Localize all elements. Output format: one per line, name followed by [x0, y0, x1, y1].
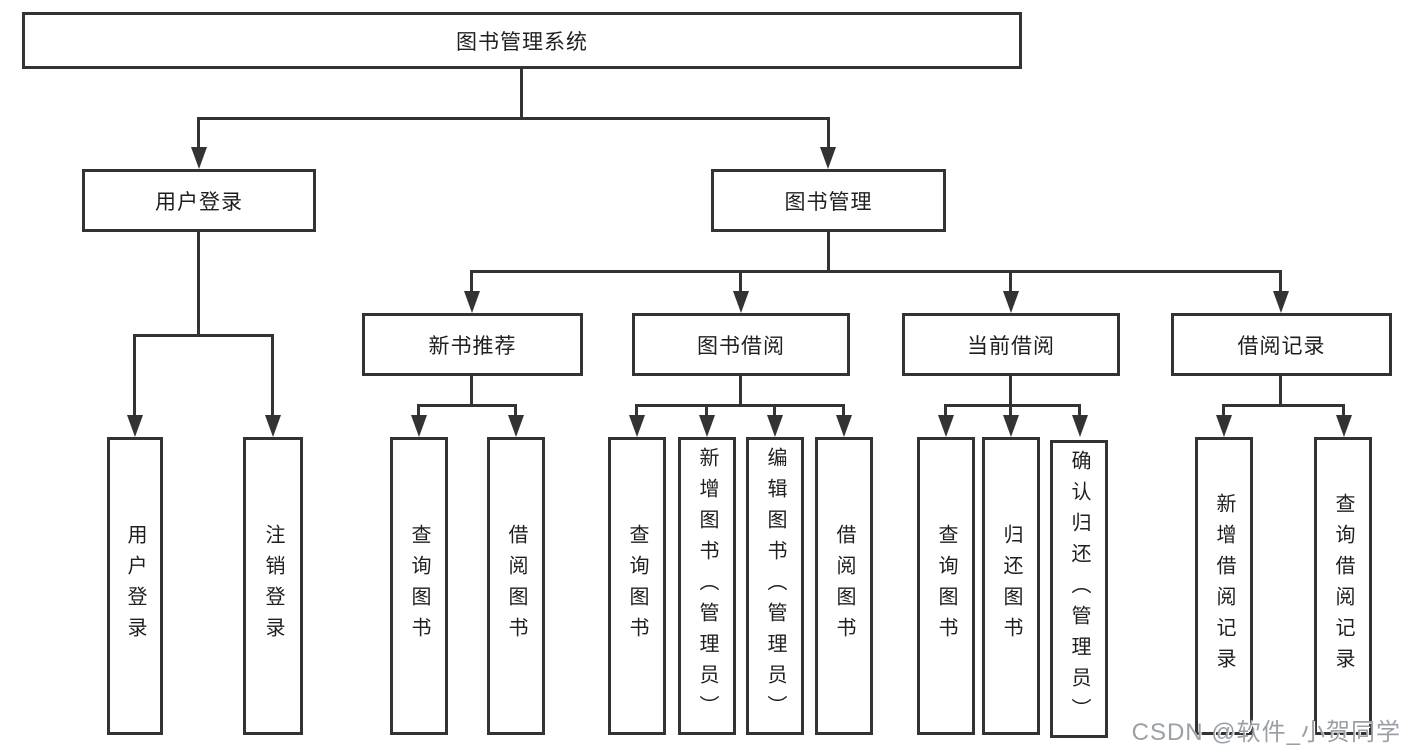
node-root: 图书管理系统 [22, 12, 1022, 69]
node-label: 查询图书 [935, 524, 957, 648]
leaf-query-books-recommend: 查询图书 [390, 437, 448, 735]
connector-book-management-rail [471, 270, 1282, 273]
node-label: 新书推荐 [428, 334, 517, 358]
node-label: 确认归还（管理员） [1068, 449, 1090, 729]
arrow-down-icon [820, 147, 836, 169]
arrow-down-icon [1003, 291, 1019, 313]
leaf-user-login: 用户登录 [107, 437, 163, 735]
node-label: 图书管理系统 [456, 30, 588, 54]
arrow-down-icon [191, 147, 207, 169]
connector-user-login-rail [134, 334, 274, 337]
arrow-down-icon [938, 415, 954, 437]
node-borrowing-records: 借阅记录 [1171, 313, 1392, 376]
connector-drop-book-borrowing [739, 270, 742, 293]
node-label: 用户登录 [155, 190, 243, 214]
node-label: 新增图书（管理员） [696, 446, 718, 726]
arrow-down-icon [699, 415, 715, 437]
node-label: 注销登录 [262, 524, 284, 648]
node-label: 归还图书 [1000, 524, 1022, 648]
leaf-return-books: 归还图书 [982, 437, 1040, 735]
node-label: 编辑图书（管理员） [764, 446, 786, 726]
leaf-logout: 注销登录 [243, 437, 303, 735]
arrow-down-icon [1273, 291, 1289, 313]
arrow-down-icon [733, 291, 749, 313]
leaf-edit-book-admin: 编辑图书（管理员） [746, 437, 804, 735]
arrow-down-icon [464, 291, 480, 313]
node-label: 图书借阅 [697, 334, 785, 358]
node-current-borrowing: 当前借阅 [902, 313, 1120, 376]
connector-borrowing-records-rail [1223, 404, 1344, 407]
connector-new-book-rail [418, 404, 517, 407]
connector-current-borrowing-stem [1009, 376, 1012, 407]
arrow-down-icon [1003, 415, 1019, 437]
node-book-borrowing: 图书借阅 [632, 313, 850, 376]
watermark: CSDN @软件_小贺同学 [1131, 719, 1401, 746]
arrow-down-icon [767, 415, 783, 437]
arrow-down-icon [127, 415, 143, 437]
node-label: 借阅记录 [1237, 334, 1326, 358]
connector-drop-new-book [470, 270, 473, 293]
node-label: 借阅图书 [833, 524, 855, 648]
connector-current-borrowing-rail [945, 404, 1080, 407]
node-label: 用户登录 [124, 524, 146, 648]
node-label: 查询图书 [408, 524, 430, 648]
leaf-borrow-books-borrowing: 借阅图书 [815, 437, 873, 735]
leaf-query-borrow-record: 查询借阅记录 [1314, 437, 1372, 735]
connector-drop-leaf-user-login [133, 334, 136, 417]
node-user-login: 用户登录 [82, 169, 316, 232]
node-book-management: 图书管理 [711, 169, 946, 232]
arrow-down-icon [1072, 415, 1088, 437]
connector-drop [773, 404, 776, 417]
connector-drop-user-login [197, 117, 200, 149]
connector-book-borrowing-rail [636, 404, 845, 407]
connector-drop [1009, 404, 1012, 417]
connector-new-book-stem [470, 376, 473, 407]
connector-drop-borrowing-records [1279, 270, 1282, 293]
arrow-down-icon [629, 415, 645, 437]
connector-drop [705, 404, 708, 417]
leaf-query-books-current: 查询图书 [917, 437, 975, 735]
leaf-borrow-books-recommend: 借阅图书 [487, 437, 545, 735]
connector-drop [514, 404, 517, 417]
node-label: 查询图书 [626, 524, 648, 648]
connector-root-stem [520, 69, 523, 120]
connector-drop [842, 404, 845, 417]
node-label: 查询借阅记录 [1332, 493, 1354, 679]
node-label: 当前借阅 [967, 334, 1055, 358]
arrow-down-icon [411, 415, 427, 437]
connector-drop [944, 404, 947, 417]
node-label: 图书管理 [784, 190, 873, 214]
leaf-add-book-admin: 新增图书（管理员） [678, 437, 736, 735]
connector-drop-leaf-logout [271, 334, 274, 417]
connector-drop [1342, 404, 1345, 417]
node-new-book-recommend: 新书推荐 [362, 313, 583, 376]
arrow-down-icon [508, 415, 524, 437]
leaf-query-books-borrowing: 查询图书 [608, 437, 666, 735]
arrow-down-icon [265, 415, 281, 437]
connector-book-management-stem [827, 232, 830, 273]
arrow-down-icon [1336, 415, 1352, 437]
connector-book-borrowing-stem [739, 376, 742, 407]
connector-borrowing-records-stem [1279, 376, 1282, 407]
connector-drop [1078, 404, 1081, 417]
arrow-down-icon [1216, 415, 1232, 437]
connector-drop [1222, 404, 1225, 417]
node-label: 新增借阅记录 [1213, 493, 1235, 679]
connector-drop [635, 404, 638, 417]
leaf-add-borrow-record: 新增借阅记录 [1195, 437, 1253, 735]
connector-drop-current-borrowing [1009, 270, 1012, 293]
connector-drop-book-management [827, 117, 830, 149]
leaf-confirm-return-admin: 确认归还（管理员） [1050, 440, 1108, 738]
connector-user-login-stem [197, 232, 200, 337]
arrow-down-icon [836, 415, 852, 437]
connector-root-rail [198, 117, 830, 120]
connector-drop [417, 404, 420, 417]
node-label: 借阅图书 [505, 524, 527, 648]
